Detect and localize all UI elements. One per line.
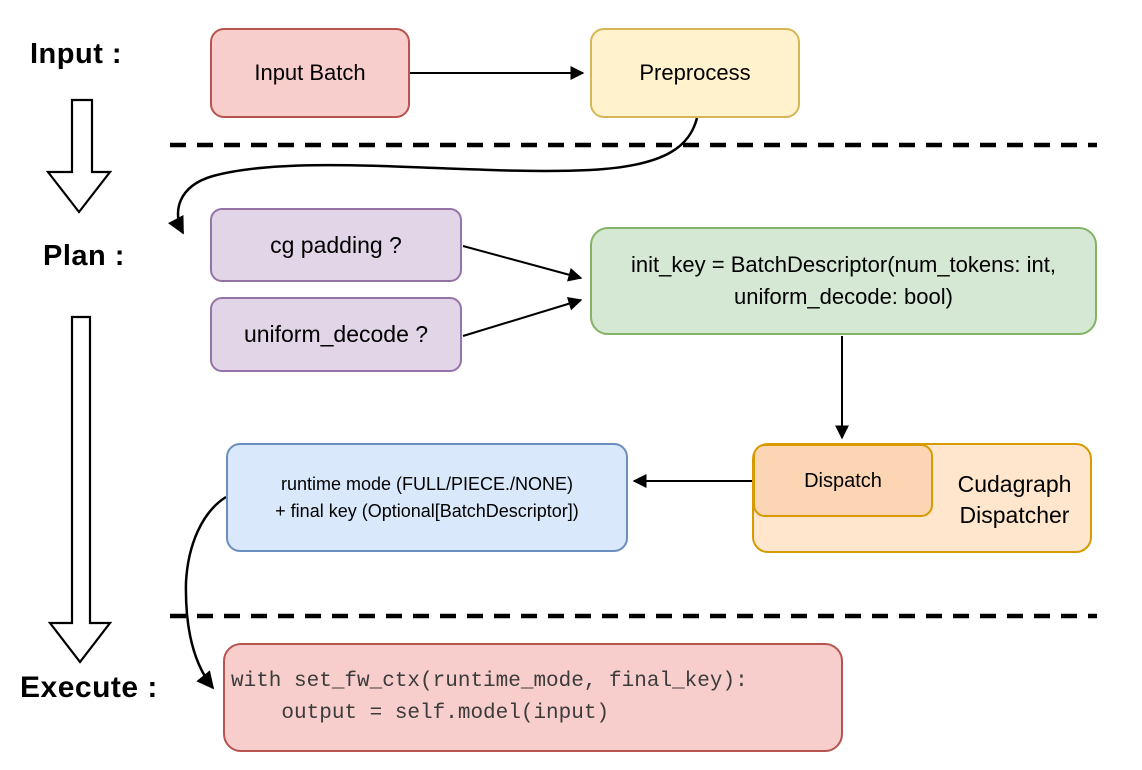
node-preprocess: Preprocess bbox=[590, 28, 800, 118]
execute-code-line2: output = self.model(input) bbox=[231, 701, 610, 725]
node-cg-padding-label: cg padding ? bbox=[270, 231, 402, 258]
node-dispatch: Dispatch bbox=[753, 444, 933, 517]
node-input-batch-label: Input Batch bbox=[254, 59, 366, 85]
node-uniform-decode: uniform_decode ? bbox=[210, 297, 462, 372]
node-runtime-mode-line1: runtime mode (FULL/PIECE./NONE) bbox=[280, 473, 574, 494]
stage-label-plan: Plan : bbox=[43, 240, 125, 272]
node-cudagraph-line1: Cudagraph bbox=[957, 470, 1072, 497]
node-preprocess-label: Preprocess bbox=[639, 59, 751, 85]
node-execute-code: with set_fw_ctx(runtime_mode, final_key)… bbox=[223, 643, 843, 752]
node-dispatch-label: Dispatch bbox=[804, 469, 882, 492]
arrow-runtimemode-to-code-icon bbox=[184, 495, 227, 690]
node-runtime-mode-line2: + final key (Optional[BatchDescriptor]) bbox=[275, 500, 579, 521]
node-init-key-line2: uniform_decode: bool) bbox=[734, 284, 953, 309]
node-uniform-decode-label: uniform_decode ? bbox=[243, 321, 429, 348]
stage-arrow-input-to-plan-icon bbox=[45, 98, 113, 214]
stage-label-execute: Execute : bbox=[20, 671, 158, 704]
node-init-key-line1: init_key = BatchDescriptor(num_tokens: i… bbox=[631, 252, 1056, 278]
arrow-cgpadding-to-initkey-icon bbox=[462, 245, 583, 282]
stage-arrow-plan-to-execute-icon bbox=[47, 315, 113, 664]
node-runtime-mode: runtime mode (FULL/PIECE./NONE) + final … bbox=[226, 443, 628, 552]
node-cudagraph-dispatcher-label: Cudagraph Dispatcher bbox=[935, 445, 1094, 555]
arrow-uniformdecode-to-initkey-icon bbox=[462, 296, 583, 337]
node-cg-padding: cg padding ? bbox=[210, 208, 462, 282]
node-cudagraph-line2: Dispatcher bbox=[959, 502, 1070, 528]
node-input-batch: Input Batch bbox=[210, 28, 410, 118]
stage-label-input: Input : bbox=[30, 38, 123, 70]
node-init-key: init_key = BatchDescriptor(num_tokens: i… bbox=[590, 227, 1097, 335]
execute-code-line1: with set_fw_ctx(runtime_mode, final_key)… bbox=[231, 670, 748, 693]
